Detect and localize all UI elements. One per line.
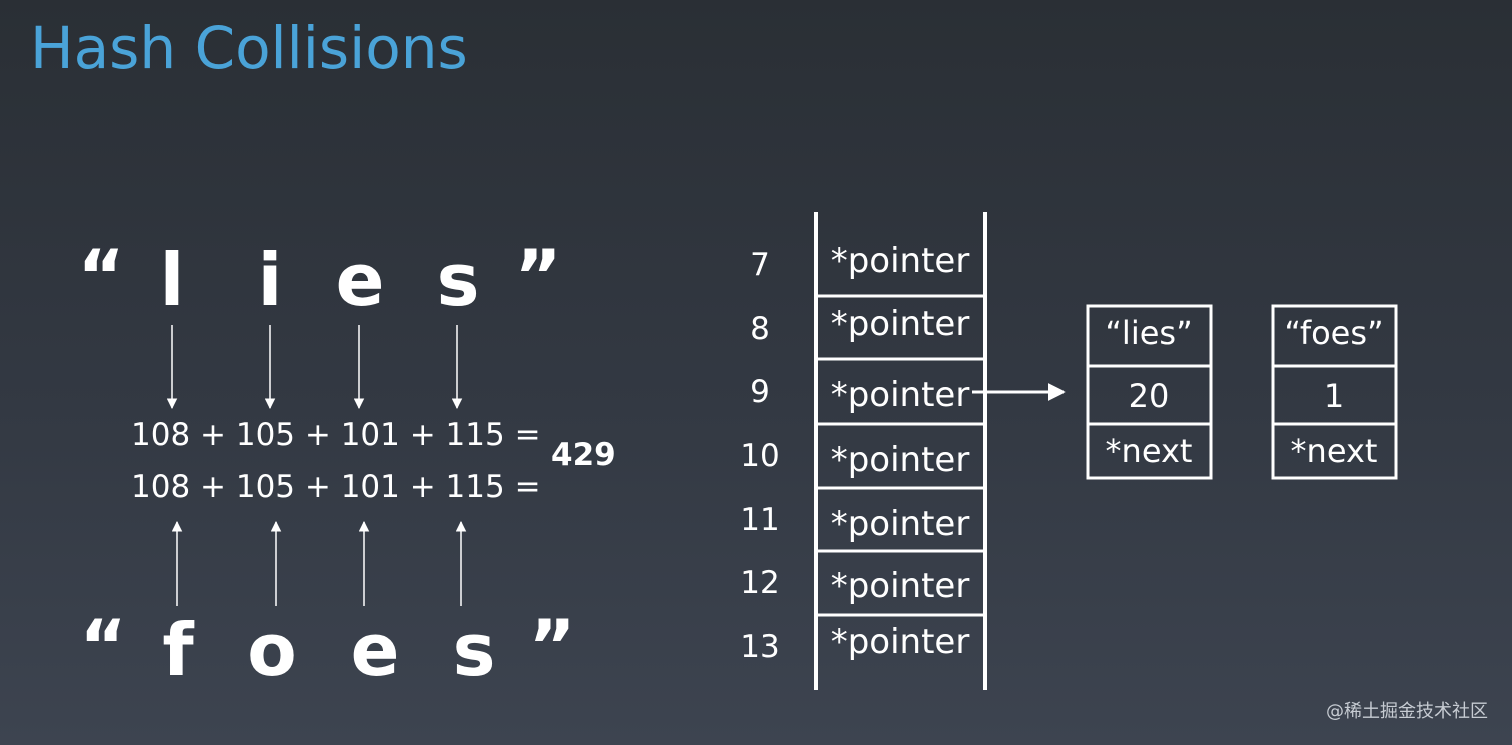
bottom-close-quote: ”	[528, 604, 576, 688]
bottom-char-f: f	[162, 608, 194, 692]
top-char-i: i	[257, 238, 283, 322]
table-cell: *pointer	[830, 504, 970, 544]
sum-result: 429	[551, 437, 616, 473]
sum-line-bottom: 108 + 105 + 101 + 115 =	[131, 469, 541, 505]
bottom-char-e: e	[350, 608, 400, 692]
top-close-quote: ”	[514, 234, 562, 318]
table-index: 7	[750, 247, 770, 283]
table-index: 10	[740, 438, 780, 474]
top-char-l: l	[159, 238, 185, 322]
table-index: 13	[740, 629, 780, 665]
table-index: 11	[740, 502, 780, 538]
node-lies-next: *next	[1105, 432, 1193, 470]
node-lies-key: “lies”	[1105, 314, 1193, 352]
table-cell: *pointer	[830, 622, 970, 662]
top-char-s: s	[436, 238, 480, 322]
table-index: 9	[750, 374, 770, 410]
node-lies-box	[1086, 304, 1213, 480]
table-cell: *pointer	[830, 566, 970, 606]
node-foes-next: *next	[1290, 432, 1378, 470]
node-lies-value: 20	[1128, 377, 1170, 415]
node-foes-box	[1271, 304, 1398, 480]
bottom-char-o: o	[247, 608, 297, 692]
slide-title: Hash Collisions	[30, 14, 468, 82]
bottom-open-quote: “	[79, 604, 127, 688]
node-foes-value: 1	[1323, 377, 1345, 415]
table-cell: *pointer	[830, 241, 970, 281]
sum-line-top: 108 + 105 + 101 + 115 =	[131, 417, 541, 453]
table-cell: *pointer	[830, 375, 970, 415]
watermark: @稀土掘金技术社区	[1326, 701, 1488, 722]
top-open-quote: “	[77, 234, 125, 318]
table-cell: *pointer	[830, 304, 970, 344]
bottom-char-s: s	[452, 608, 496, 692]
top-char-e: e	[335, 238, 385, 322]
table-cell: *pointer	[830, 440, 970, 480]
node-foes-key: “foes”	[1284, 314, 1384, 352]
table-index: 8	[750, 311, 770, 347]
table-index: 12	[740, 565, 780, 601]
